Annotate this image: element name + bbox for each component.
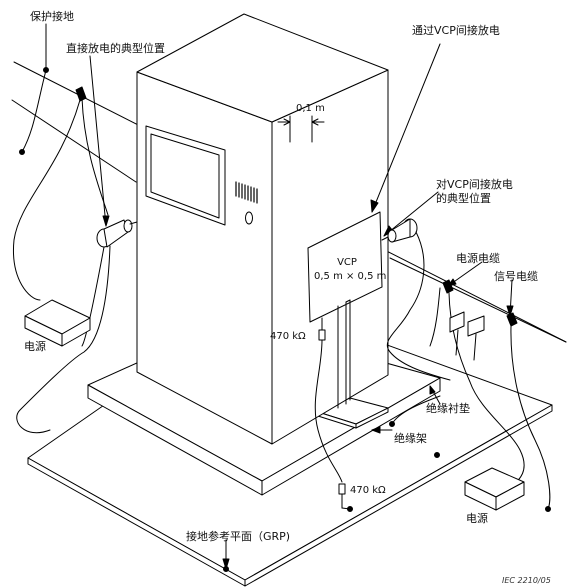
label-vcp-indirect-line2: 的典型位置: [436, 192, 491, 205]
leader-arrowheads: [102, 215, 514, 570]
label-vcp-size: 0,5 m × 0,5 m: [314, 271, 387, 282]
barcode-icon: [235, 181, 258, 204]
label-dimension: 0,1 m: [296, 103, 325, 114]
label-direct-discharge: 直接放电的典型位置: [66, 42, 165, 55]
ground-dots: [19, 67, 551, 572]
left-cables: [13, 69, 111, 434]
vcp-plate: [307, 211, 383, 323]
power-line-left: [11, 99, 137, 183]
label-resistor-upper: 470 kΩ: [270, 331, 306, 342]
label-power-supply-right: 电源: [466, 512, 488, 525]
resistor-lower-group: [338, 483, 351, 510]
label-power-cable: 电源电缆: [456, 252, 500, 265]
label-protective-ground: 保护接地: [30, 10, 74, 23]
resistor-upper-group: [314, 317, 343, 483]
label-resistor-lower: 470 kΩ: [350, 485, 386, 496]
keyhole-icon: [245, 211, 253, 225]
power-supply-right: [464, 467, 525, 511]
label-signal-cable: 信号电缆: [494, 270, 538, 283]
label-power-supply-left: 电源: [24, 340, 46, 353]
connectors: [449, 311, 485, 361]
label-grp: 接地参考平面（GRP): [186, 530, 291, 543]
right-cables: [387, 231, 551, 510]
insulating-support-post: [337, 299, 351, 409]
power-supply-left: [24, 299, 91, 347]
power-cable-line: [389, 257, 567, 343]
label-vcp-name: VCP: [337, 257, 357, 268]
esd-gun-left: [96, 219, 138, 248]
label-vcp-indirect-line1: 对VCP间接放电: [436, 178, 513, 191]
label-figure-code: IEC 2210/05: [502, 576, 551, 585]
dimension-marker: [277, 115, 325, 143]
eut-cabinet: [136, 13, 389, 445]
label-insulating-support: 绝缘架: [394, 432, 427, 445]
label-indirect-via-vcp: 通过VCP间接放电: [412, 24, 500, 37]
discharge-arrows: [370, 43, 441, 237]
esd-gun-right: [381, 218, 418, 243]
label-insulating-pad: 绝缘衬垫: [426, 402, 470, 415]
